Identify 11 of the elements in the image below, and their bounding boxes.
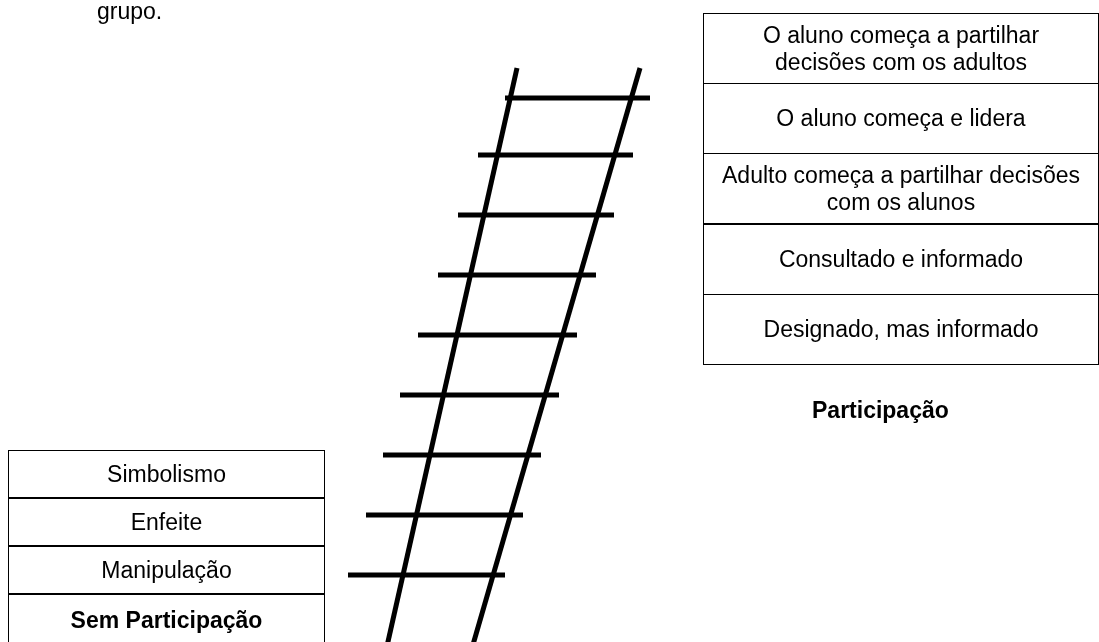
text-fragment: grupo. xyxy=(97,0,163,25)
ladder-step-box: Manipulação xyxy=(8,546,325,594)
ladder-step-box: Consultado e informado xyxy=(703,224,1099,295)
ladder-step-box: Designado, mas informado xyxy=(703,294,1099,365)
ladder-step-box: O aluno começa a partilhar decisões com os adultos xyxy=(703,13,1099,84)
ladder-step-box: Simbolismo xyxy=(8,450,325,498)
category-heading: Participação xyxy=(812,397,949,424)
ladder-step-box: Enfeite xyxy=(8,498,325,546)
category-heading: Sem Participação xyxy=(8,594,325,642)
ladder-step-box: O aluno começa e lidera xyxy=(703,83,1099,154)
ladder-step-box: Adulto começa a partilhar decisões com os alunos xyxy=(703,153,1099,224)
